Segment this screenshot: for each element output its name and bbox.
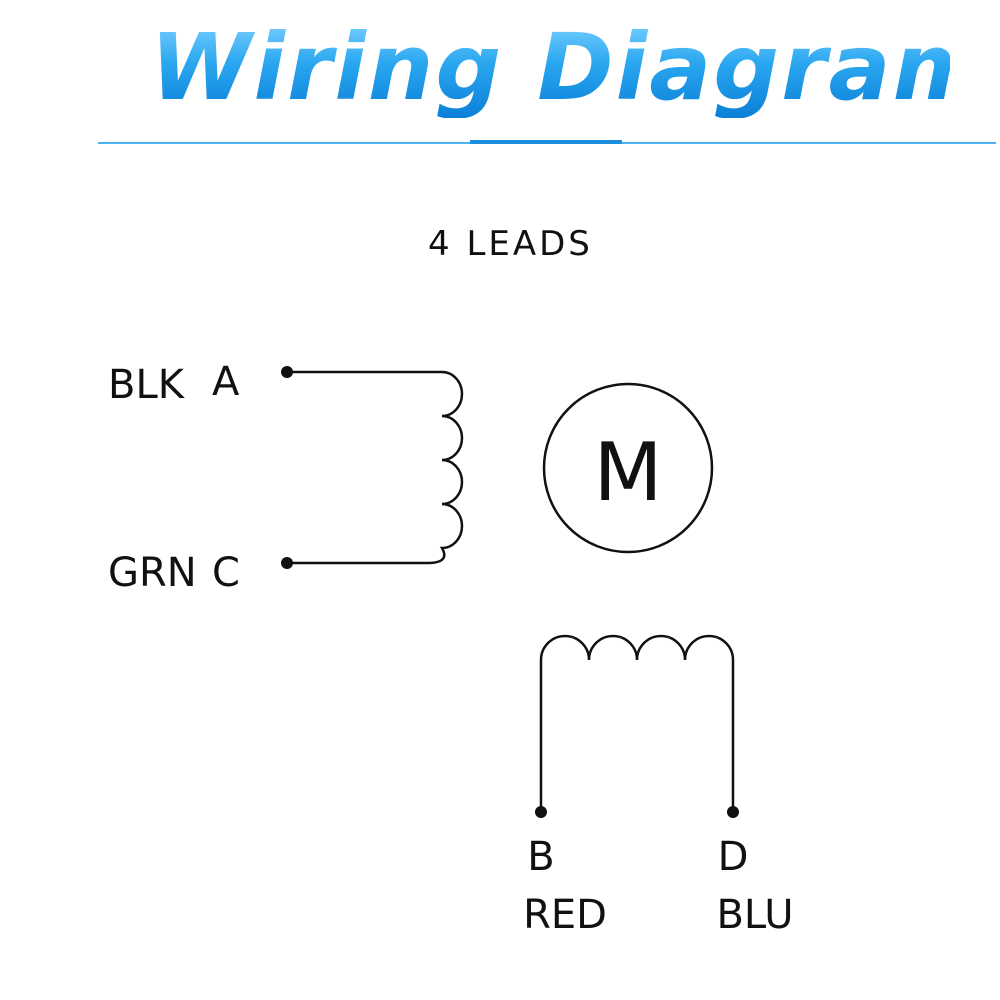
terminal-c-dot [281, 557, 293, 569]
motor-circle [542, 382, 714, 554]
lead-a-color: BLK [108, 362, 186, 408]
lead-b-terminal: B [527, 834, 554, 880]
lead-d-terminal: D [718, 834, 749, 880]
lead-d-color: BLU [716, 892, 793, 938]
coil-a-c [288, 370, 464, 565]
lead-c-terminal: C [212, 550, 240, 596]
terminal-b-dot [535, 806, 547, 818]
lead-count-label: 4 LEADS [428, 224, 593, 264]
diagram-title: Wiring Diagram [150, 14, 991, 121]
terminal-a-dot [281, 366, 293, 378]
title-underline-accent [470, 140, 622, 144]
lead-c-color: GRN [108, 550, 197, 596]
coil-b-d [539, 634, 735, 812]
coil-b-d-winding [539, 634, 735, 812]
lead-b-color: RED [523, 892, 607, 938]
motor-symbol: M [593, 426, 662, 519]
coil-a-c-winding [288, 370, 464, 565]
terminal-d-dot [727, 806, 739, 818]
lead-a-terminal: A [212, 359, 240, 405]
